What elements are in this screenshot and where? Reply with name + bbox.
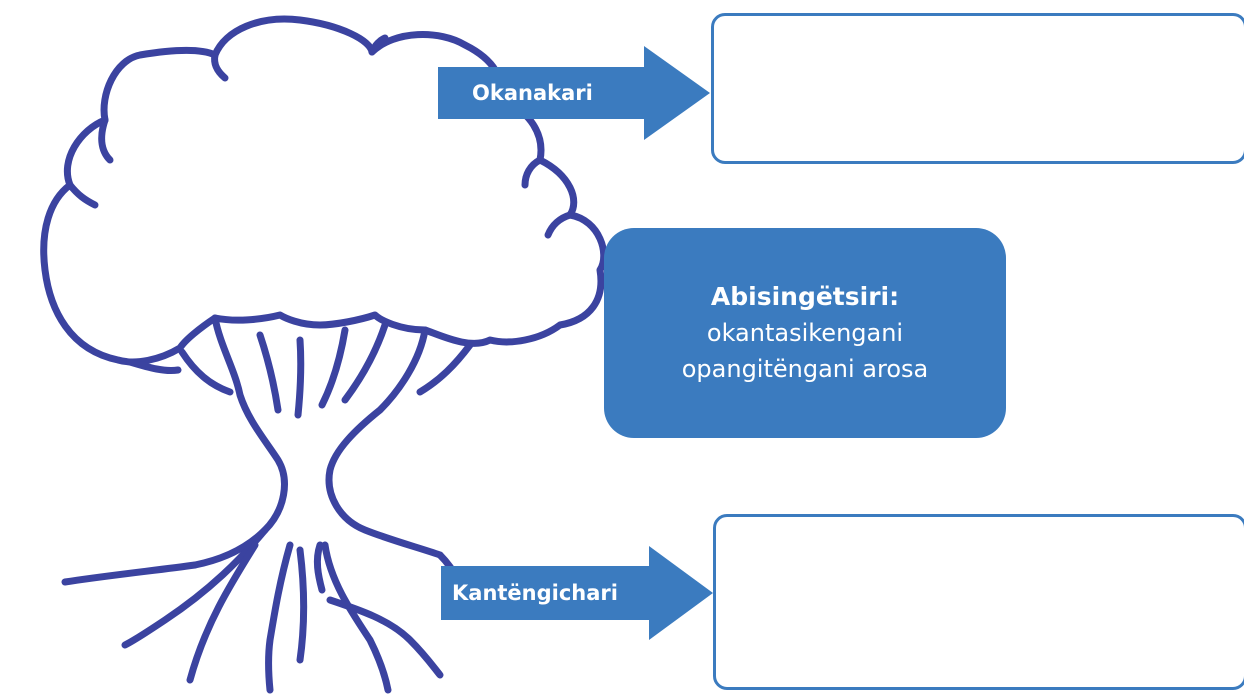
top-arrow-label: Okanakari (472, 81, 593, 105)
arrow-right-icon (438, 46, 710, 140)
center-title: Abisingëtsiri: (710, 282, 900, 311)
center-definition-box: Abisingëtsiri: okantasikengani opangitën… (604, 228, 1006, 438)
center-line-1: okantasikengani (706, 319, 904, 347)
center-line-2: opangitëngani arosa (681, 355, 929, 383)
bottom-answer-box[interactable] (713, 514, 1244, 690)
arrow-right-icon (441, 546, 713, 640)
top-answer-box[interactable] (711, 13, 1244, 164)
bottom-arrow-label: Kantëngichari (452, 581, 618, 605)
